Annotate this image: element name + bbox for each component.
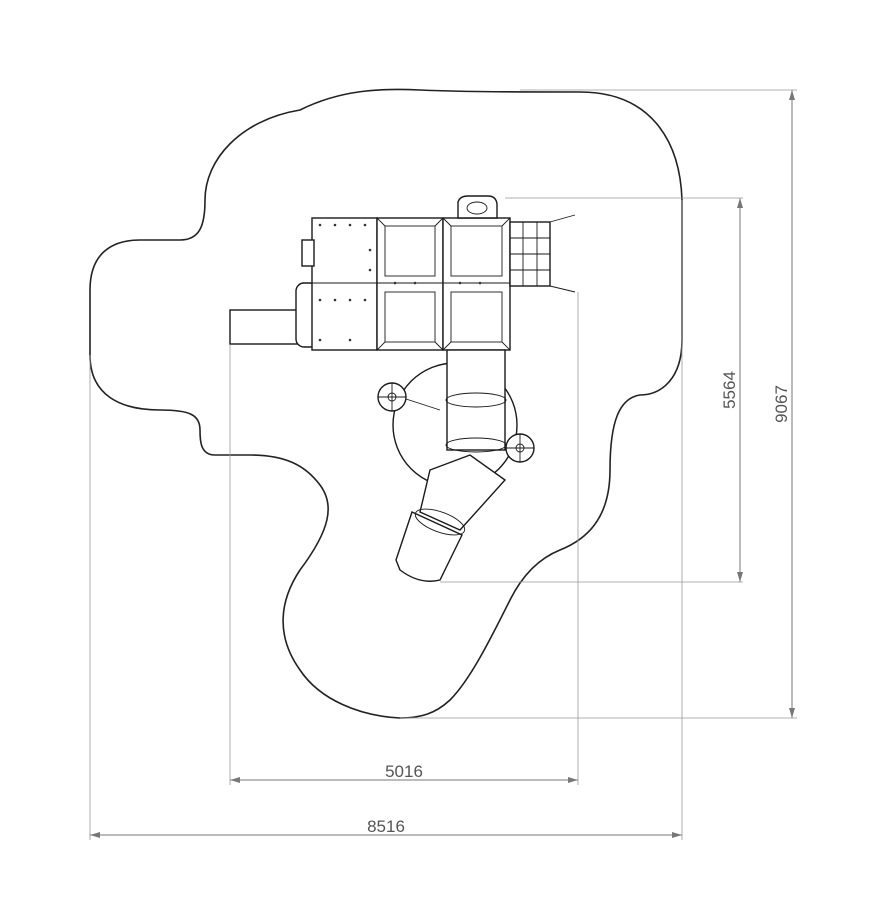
safety-zone-outline xyxy=(89,88,683,719)
steering-wheel-right xyxy=(505,433,535,463)
tube-slide-left xyxy=(229,282,319,348)
steering-wheel-left xyxy=(377,382,441,412)
dimension-label-5564: 5564 xyxy=(720,371,739,409)
dimension-overall-height: 9067 xyxy=(772,90,795,718)
spiral-slide xyxy=(392,349,518,582)
climbing-ladder xyxy=(509,214,576,293)
dimension-label-8516: 8516 xyxy=(367,817,405,836)
dimension-label-5016: 5016 xyxy=(385,762,423,781)
dimension-overall-width: 8516 xyxy=(90,817,682,838)
dimension-equipment-height: 5564 xyxy=(720,198,743,582)
main-platform xyxy=(301,217,511,351)
dimension-label-9067: 9067 xyxy=(772,385,791,423)
top-handle xyxy=(457,195,498,219)
dimension-equipment-width: 5016 xyxy=(230,762,578,783)
